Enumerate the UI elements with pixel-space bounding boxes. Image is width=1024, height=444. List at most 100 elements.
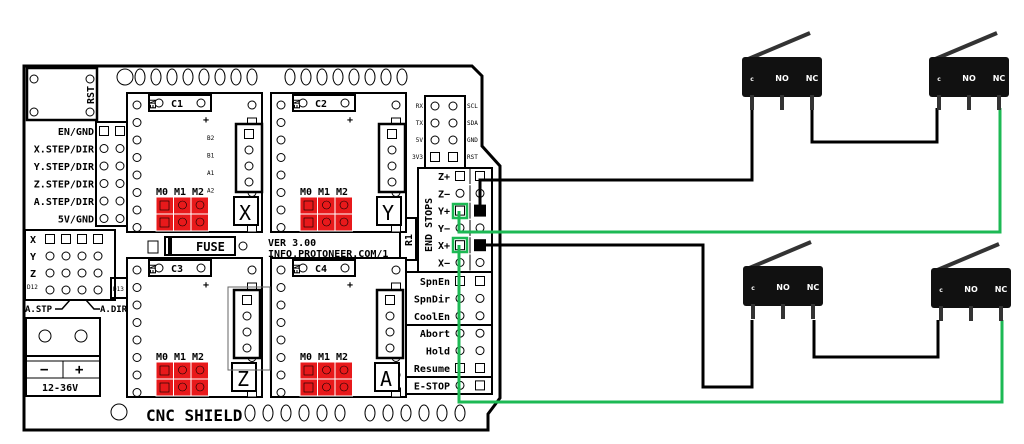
end-stop-label: X−	[438, 259, 450, 270]
microstep-jumper[interactable]	[299, 213, 318, 232]
d13-label: D13	[113, 286, 124, 293]
a-dir-label: A.DIR	[100, 305, 128, 315]
jumper-pad	[303, 365, 314, 376]
microstep-jumper[interactable]	[173, 378, 192, 397]
microstep-jumper[interactable]	[334, 196, 353, 215]
pin-hole	[45, 251, 55, 261]
switch-pin-c	[939, 306, 943, 321]
pin-hole	[448, 101, 458, 111]
jumper-pad	[178, 382, 187, 392]
microstep-jumper[interactable]	[334, 361, 353, 380]
microstep-jumper[interactable]	[173, 196, 192, 215]
jumper-pad	[159, 382, 170, 393]
switch-pin-c	[751, 304, 755, 319]
pin-hole	[276, 283, 286, 292]
microstep-jumper[interactable]	[190, 378, 209, 397]
pin-hole	[276, 223, 286, 232]
version-text: VER 3.00	[268, 238, 316, 249]
pin-hole	[61, 285, 71, 295]
generated-elements: EN/GNDX.STEP/DIRY.STEP/DIRZ.STEP/DIRA.ST…	[24, 68, 493, 422]
jumper-pad	[195, 382, 205, 392]
microstep-jumper[interactable]	[317, 378, 336, 397]
microstep-jumper[interactable]	[299, 378, 318, 397]
switch-lever	[745, 31, 811, 62]
pin-hole	[244, 161, 254, 171]
switch-pin-nc	[999, 306, 1003, 321]
wires	[451, 108, 1004, 404]
coil-label: A1	[207, 170, 215, 177]
end-stop-label: X+	[438, 241, 450, 252]
jumper-pad	[339, 200, 349, 210]
microstep-jumper[interactable]	[190, 196, 209, 215]
switch-pin-label: NC	[995, 285, 1008, 294]
pin-hole	[132, 388, 142, 397]
jumper-pad	[322, 200, 331, 210]
pin-hole	[276, 135, 286, 145]
left-header-label: EN/GND	[58, 127, 94, 138]
microstep-jumper[interactable]	[155, 213, 174, 232]
microstep-label: M0	[300, 352, 312, 363]
switch-pin-label: c	[751, 285, 755, 292]
microstep-jumper[interactable]	[155, 378, 174, 397]
capacitor-label: C2	[315, 99, 327, 110]
pin-pad	[387, 129, 397, 139]
microstep-jumper[interactable]	[317, 196, 336, 215]
microstep-jumper[interactable]	[155, 361, 174, 380]
fuse-pad	[147, 240, 159, 254]
switch-pin-label: NO	[775, 74, 789, 83]
pin-hole	[77, 285, 87, 295]
header-hole	[316, 404, 328, 422]
jumper-pad	[322, 365, 331, 375]
microstep-jumper[interactable]	[190, 213, 209, 232]
jumper-pad	[339, 217, 349, 227]
power-voltage-label: 12-36V	[42, 383, 78, 394]
capacitor-pad	[340, 98, 350, 108]
reset-button-box[interactable]	[25, 66, 99, 122]
enable-label: EN	[149, 264, 158, 274]
x-plus-highlight	[451, 236, 469, 254]
microstep-jumper[interactable]	[190, 361, 209, 380]
microstep-jumper[interactable]	[299, 361, 318, 380]
end-stop-label: Y+	[438, 207, 450, 218]
capacitor-label: C1	[171, 99, 183, 110]
pin-hole	[276, 318, 286, 327]
microstep-label: M2	[192, 352, 204, 363]
pin-pad	[61, 234, 71, 244]
power-minus-label: −	[40, 362, 48, 378]
axis-clone-header	[24, 229, 116, 301]
control-pin-label: E-STOP	[414, 381, 450, 392]
microstep-jumper[interactable]	[299, 196, 318, 215]
pin-pad	[475, 363, 485, 373]
microstep-jumper[interactable]	[173, 213, 192, 232]
switch-pin-label: NC	[993, 74, 1006, 83]
fuse	[164, 236, 236, 256]
pin-hole	[99, 196, 109, 206]
microstep-jumper[interactable]	[317, 213, 336, 232]
microstep-jumper[interactable]	[334, 378, 353, 397]
pin-hole	[93, 268, 103, 278]
pin-pad	[242, 295, 252, 305]
coil-label: A2	[207, 188, 215, 195]
pin-pad	[45, 234, 55, 244]
microstep-jumper[interactable]	[173, 361, 192, 380]
capacitor-label: C4	[315, 264, 327, 275]
switch-pin-nc	[811, 304, 815, 319]
control-header	[405, 271, 493, 395]
pin-hole	[276, 188, 286, 197]
header-hole	[214, 68, 226, 86]
pin-hole	[132, 118, 142, 127]
mounting-hole	[116, 68, 134, 86]
header-hole	[316, 68, 328, 86]
microstep-jumper[interactable]	[317, 361, 336, 380]
microstep-jumper[interactable]	[334, 213, 353, 232]
end-stop-label: Z+	[438, 172, 450, 183]
capacitor-pad	[154, 263, 164, 273]
microstep-jumper[interactable]	[155, 196, 174, 215]
header-hole	[382, 404, 394, 422]
pin-hole	[132, 188, 142, 197]
